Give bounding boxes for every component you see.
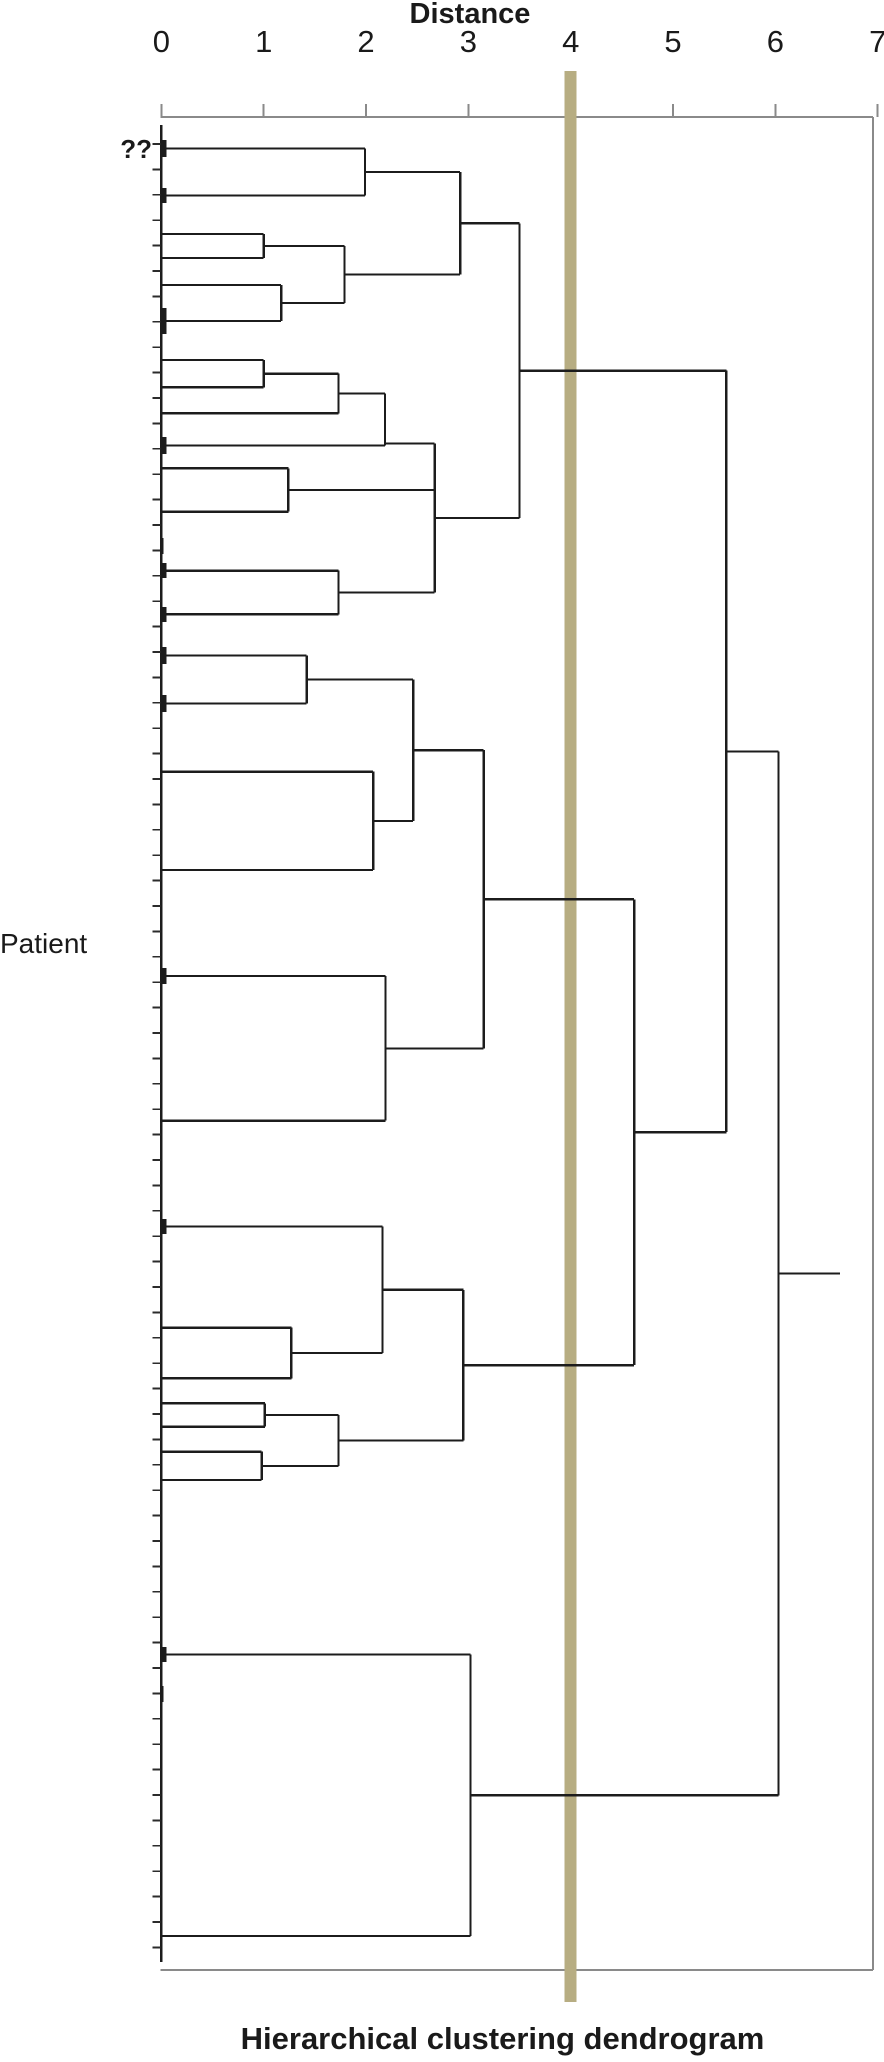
y-axis-title: Patient: [0, 928, 88, 959]
zero-distance-pair-bar: [162, 1219, 167, 1234]
x-tick-label-3: 3: [459, 24, 477, 59]
axis-mark: [160, 1686, 164, 1702]
zero-distance-pair-bar: [162, 695, 167, 712]
x-tick-label-2: 2: [357, 24, 375, 59]
zero-distance-pair-bar: [162, 308, 167, 334]
zero-distance-pair-bar: [162, 968, 167, 984]
zero-distance-pair-bar: [162, 140, 167, 157]
figure-caption: Hierarchical clustering dendrogram: [240, 2021, 765, 2056]
zero-distance-pair-bar: [162, 1647, 167, 1662]
unknown-leaf-label: ??: [120, 134, 152, 164]
x-tick-label-5: 5: [664, 24, 682, 59]
x-tick-label-4: 4: [562, 24, 580, 59]
cut-line-distance-4: [564, 71, 577, 2002]
x-tick-label-7: 7: [869, 24, 884, 59]
x-axis-title: Distance: [409, 0, 531, 30]
zero-distance-pair-bar: [162, 607, 167, 622]
zero-distance-pair-bar: [162, 188, 167, 203]
axis-mark: [160, 538, 164, 554]
zero-distance-pair-bar: [162, 563, 167, 578]
zero-distance-pair-bar: [162, 647, 167, 664]
zero-distance-pair-bar: [162, 437, 167, 454]
x-tick-label-0: 0: [152, 24, 171, 59]
x-tick-label-6: 6: [766, 24, 784, 59]
x-tick-label-1: 1: [255, 24, 273, 59]
